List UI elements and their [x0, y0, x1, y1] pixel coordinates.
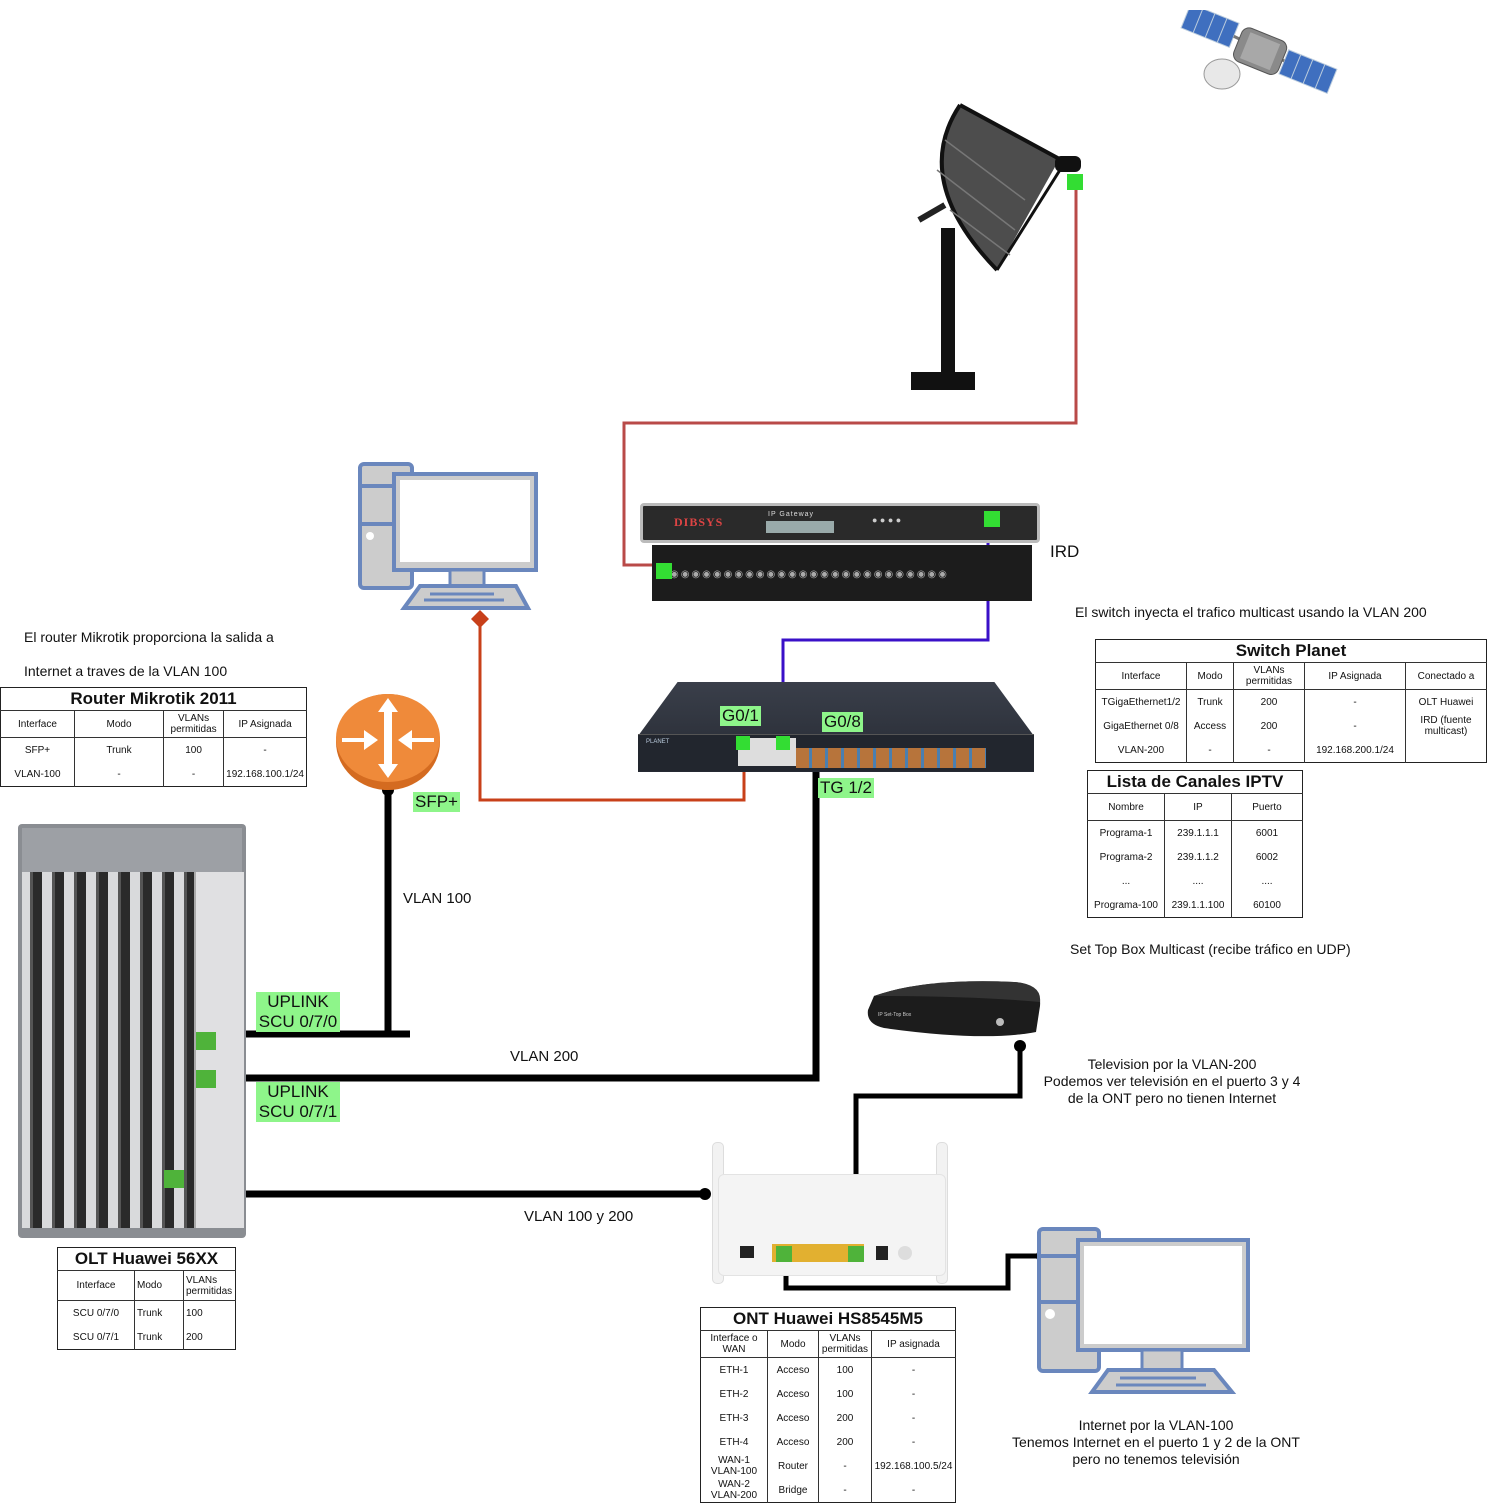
- table-title: OLT Huawei 56XX: [57, 1247, 236, 1271]
- svg-text:IP Set-Top Box: IP Set-Top Box: [878, 1012, 912, 1018]
- ird-rf-in-port: [656, 563, 672, 579]
- pc-bottom-icon: [1037, 1227, 1250, 1394]
- ird-rf-ports: ◉◉◉◉◉◉◉◉◉◉◉◉◉◉◉◉◉◉◉◉◉◉◉◉◉◉: [670, 569, 949, 580]
- switch-planet-device: PLANET: [638, 682, 1034, 772]
- tag-g0-8: G0/8: [822, 712, 863, 732]
- switch-port-g0-1: [736, 736, 750, 750]
- table-title: Router Mikrotik 2011: [0, 687, 307, 711]
- ird-rear-panel: [652, 545, 1032, 601]
- ont-huawei-device: [704, 1142, 952, 1284]
- link-label-vlan100: VLAN 100: [403, 890, 472, 907]
- table-iptv-channels: Lista de Canales IPTV Nombre IP Puerto P…: [1087, 770, 1303, 918]
- ird-ip-port: [984, 511, 1000, 527]
- switch-port-g0-8: [776, 736, 790, 750]
- table-row: VLAN-100--192.168.100.1/24: [1, 762, 307, 787]
- tv-note: Television por la VLAN-200 Podemos ver t…: [1043, 1056, 1301, 1106]
- olt-to-ont-cable: [170, 1190, 705, 1198]
- ont-eth1-port: [776, 1246, 792, 1262]
- olt-pon-port: [164, 1170, 184, 1188]
- mikrotik-note-line2: Internet a traves de la VLAN 100: [24, 663, 228, 679]
- table-switch-planet: Switch Planet Interface Modo VLANs permi…: [1095, 639, 1487, 763]
- table-ont-huawei: ONT Huawei HS8545M5 Interface o WAN Modo…: [700, 1307, 956, 1503]
- dish-to-ird-cable: [622, 185, 1078, 567]
- table-title: Switch Planet: [1095, 639, 1487, 663]
- switch-to-olt-cable: [212, 772, 820, 1082]
- table-row: ...........: [1088, 869, 1303, 893]
- stb-note: Set Top Box Multicast (recibe tráfico en…: [1070, 941, 1351, 957]
- olt-huawei-device: [18, 824, 246, 1238]
- tag-uplink-scu0: UPLINK SCU 0/7/0: [256, 992, 340, 1032]
- olt-port-scu-0-7-1: [196, 1070, 216, 1088]
- tag-tg-1-2: TG 1/2: [818, 778, 874, 798]
- ird-buttons: ● ● ● ●: [872, 515, 902, 525]
- lnb-port: [1067, 174, 1083, 190]
- pc-diamond-connector: [471, 610, 489, 628]
- ird-device: DIBSYS IP Gateway ● ● ● ● ◉◉◉◉◉◉◉◉◉◉◉◉◉◉…: [640, 503, 1040, 603]
- ont-to-pc-cable: [783, 1253, 1042, 1291]
- tag-sfp-plus: SFP+: [413, 792, 460, 812]
- satellite-dish-icon: [911, 103, 1083, 390]
- link-label-vlan100-200: VLAN 100 y 200: [524, 1208, 634, 1225]
- set-top-box-icon: IP Set-Top Box: [867, 981, 1041, 1037]
- satellite-icon: [1180, 10, 1338, 95]
- internet-note: Internet por la VLAN-100 Tenemos Interne…: [1012, 1417, 1300, 1467]
- olt-port-scu-0-7-0: [196, 1032, 216, 1050]
- tag-uplink-scu1: UPLINK SCU 0/7/1: [256, 1082, 340, 1122]
- ird-brand: DIBSYS: [674, 515, 724, 529]
- ont-to-stb-cable: [853, 1046, 1023, 1248]
- switch-note: El switch inyecta el trafico multicast u…: [1075, 604, 1427, 620]
- table-mikrotik: Router Mikrotik 2011 Interface Modo VLAN…: [0, 687, 307, 787]
- table-row: VLAN-200--192.168.200.1/24: [1096, 738, 1487, 763]
- ird-lcd: [766, 521, 834, 533]
- switch-sfp-ports: [796, 748, 986, 768]
- link-label-vlan200: VLAN 200: [510, 1048, 579, 1065]
- ont-eth4-port: [848, 1246, 864, 1262]
- table-title: ONT Huawei HS8545M5: [700, 1307, 956, 1331]
- mikrotik-note-line1: El router Mikrotik proporciona la salida…: [24, 629, 274, 645]
- pc-top-icon: [358, 462, 538, 610]
- tag-g0-1: G0/1: [720, 706, 761, 726]
- table-title: Lista de Canales IPTV: [1087, 770, 1303, 794]
- table-olt-huawei: OLT Huawei 56XX Interface Modo VLANs per…: [57, 1247, 236, 1350]
- ird-front-panel: [640, 503, 1040, 543]
- ird-display-label: IP Gateway: [768, 511, 815, 518]
- router-mikrotik-icon: [336, 694, 440, 790]
- ont-eth-ports: [772, 1244, 864, 1262]
- ird-label: IRD: [1050, 542, 1080, 561]
